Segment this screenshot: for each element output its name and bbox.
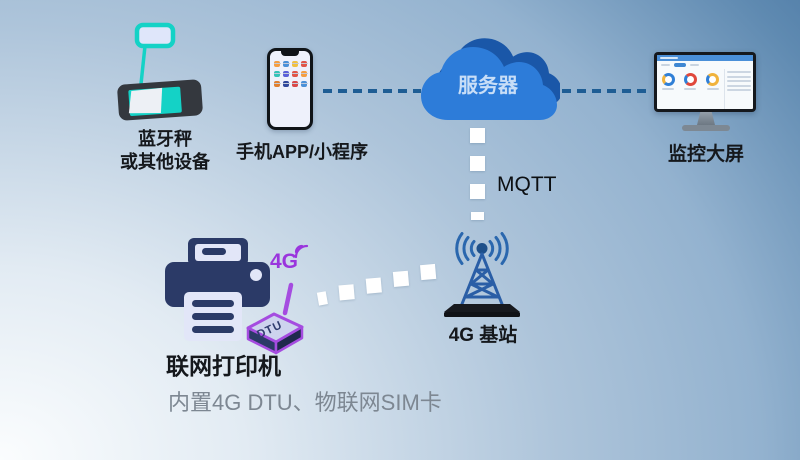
dashboard-donut-charts (657, 69, 724, 109)
monitor-icon (654, 52, 758, 131)
scale-label-line1: 蓝牙秤 (138, 129, 192, 149)
monitor-label: 监控大屏 (667, 144, 744, 165)
donut-chart (706, 73, 720, 86)
cloud-label: 服务器 (458, 75, 518, 97)
app-icon (283, 81, 289, 87)
phone-notch (281, 51, 299, 56)
app-icon (283, 61, 289, 67)
app-icon (292, 71, 298, 77)
app-icon (301, 61, 307, 67)
app-icon (292, 81, 298, 87)
phone-label: 手机APP/小程序 (235, 142, 368, 162)
phone-screen (270, 51, 310, 127)
mqtt-label: MQTT (497, 173, 557, 196)
printer-icon (165, 238, 270, 341)
phone-app-grid (270, 51, 310, 87)
cloud-server-icon (421, 38, 560, 120)
link-phone-cloud (323, 89, 421, 93)
app-icon (274, 71, 280, 77)
donut-chart (683, 73, 697, 86)
dashboard-toolbar (657, 61, 753, 69)
monitor-screen (657, 55, 753, 109)
phone-icon (267, 48, 313, 130)
base-station-icon (444, 232, 520, 317)
4g-signal-icon (294, 244, 309, 259)
app-icon (301, 81, 307, 87)
monitor-stand-base (682, 125, 730, 131)
printer-label: 联网打印机 (166, 353, 281, 379)
app-icon (283, 71, 289, 77)
scale-label-line2: 或其他设备 (120, 152, 210, 173)
bluetooth-scale-icon (117, 22, 203, 121)
link-cloud-monitor (562, 89, 652, 93)
scale-label: 蓝牙秤 或其他设备 (75, 128, 255, 174)
donut-chart (661, 73, 675, 86)
dtu-icon: DTU (246, 282, 304, 355)
app-icon (274, 61, 280, 67)
link-cloud-basestation (470, 128, 485, 220)
monitor-stand-neck (697, 112, 715, 125)
dashboard-header (657, 55, 753, 61)
printer-note: 内置4G DTU、物联网SIM卡 (168, 390, 442, 415)
app-icon (274, 81, 280, 87)
dashboard-side-panel (724, 69, 753, 109)
base-station-label: 4G 基站 (448, 325, 518, 346)
app-icon (301, 71, 307, 77)
app-icon (292, 61, 298, 67)
4g-badge: 4G (270, 250, 299, 273)
monitor-bezel (654, 52, 756, 112)
